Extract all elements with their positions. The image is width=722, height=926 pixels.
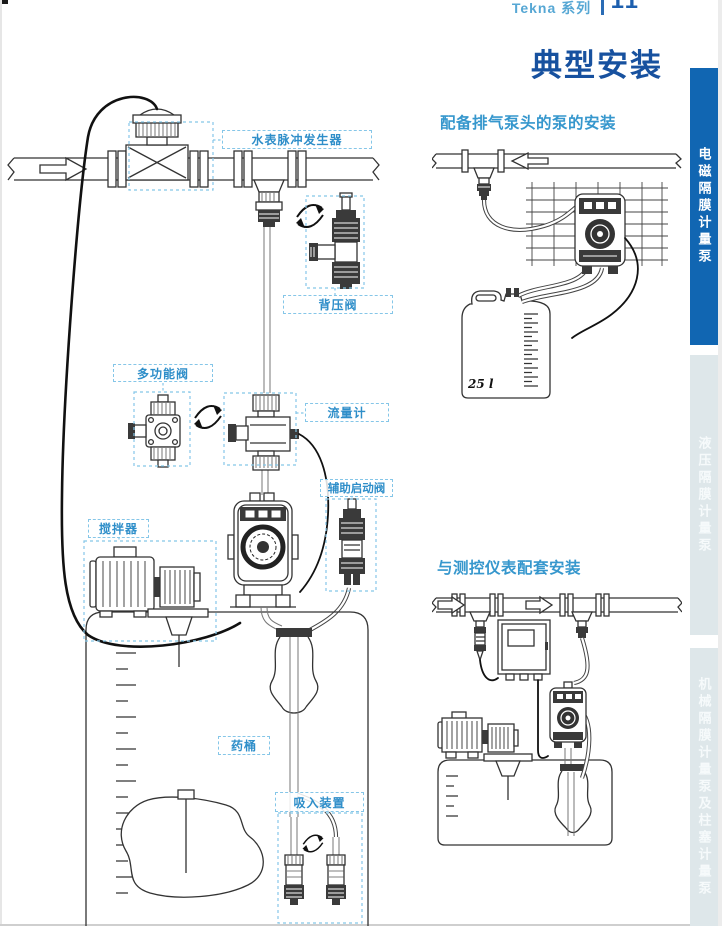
- label-multifunction-valve: 多功能阀: [113, 364, 213, 382]
- pump-cable: [571, 237, 639, 339]
- label-auxiliary-start-valve: 辅助启动阀: [320, 479, 393, 497]
- rotation-arrows-icon: [193, 404, 223, 430]
- probe-sensor: [474, 620, 486, 663]
- rotation-arrows-icon: [295, 203, 325, 229]
- tank-capacity-label: 25 l: [467, 377, 494, 391]
- tank-25l: 25 l: [461, 290, 551, 399]
- tab-label: 机械隔膜计量泵及柱塞计量泵: [696, 676, 712, 898]
- instrument-installation-diagram: [432, 593, 682, 846]
- tab-hydraulic-diaphragm-pump[interactable]: 液压隔膜计量泵: [690, 355, 718, 635]
- rotation-arrows-icon: [301, 833, 325, 854]
- agitator: [89, 546, 209, 667]
- label-chemical-tank: 药桶: [218, 736, 270, 755]
- page-edge-right: [718, 0, 722, 926]
- injection-fitting: [253, 179, 285, 227]
- tank-liquid-blob: [120, 796, 264, 898]
- multifunction-valve: [128, 394, 181, 468]
- label-back-pressure-valve: 背压阀: [283, 295, 393, 314]
- flow-arrow-icon: [39, 156, 88, 182]
- probe-cable: [479, 659, 499, 682]
- flow-arrow-icon: [437, 595, 466, 615]
- heading-instrument-paired: 与测控仪表配套安装: [437, 560, 582, 577]
- tab-solenoid-diaphragm-pump[interactable]: 电磁隔膜计量泵: [690, 68, 718, 345]
- pipe: [432, 593, 682, 622]
- tubes: [481, 199, 605, 304]
- metering-pump: [549, 681, 587, 748]
- label-flow-meter: 流量计: [305, 403, 389, 422]
- page-edge-left: [0, 0, 2, 926]
- tab-label: 电磁隔膜计量泵: [696, 147, 712, 266]
- back-pressure-valve: [309, 192, 360, 289]
- injection-valve: [576, 620, 588, 638]
- callout-boxes: [83, 121, 377, 924]
- flow-arrow-icon: [525, 595, 554, 615]
- controller-pump-cable: [537, 679, 549, 759]
- level-graduations: [524, 313, 538, 387]
- label-suction-device: 吸入装置: [275, 792, 364, 812]
- page-edge-bottom: [0, 924, 722, 926]
- flow-arrow-icon: [510, 151, 549, 171]
- tank-suction-funnel: [269, 628, 319, 817]
- tank-suction-funnel: [554, 764, 592, 836]
- auxiliary-start-valve: [308, 498, 365, 632]
- chemical-tank: [85, 611, 369, 926]
- controller-box: [497, 619, 551, 681]
- metering-pump: [227, 492, 299, 630]
- dip-rod-handle: [177, 789, 195, 800]
- tank: [437, 759, 613, 846]
- running-header: Tekna 系列 11: [512, 0, 640, 18]
- heading-degassing-pump-head: 配备排气泵头的泵的安装: [440, 115, 617, 132]
- agitator-motor: [437, 711, 533, 800]
- water-meter-pulse-generator: [125, 108, 189, 181]
- flow-meter: [228, 394, 330, 593]
- label-agitator: 搅拌器: [88, 519, 149, 538]
- scan-corner-mark: [0, 0, 8, 4]
- main-installation-diagram: [7, 95, 380, 926]
- tab-mechanical-diaphragm-plunger-pump[interactable]: 机械隔膜计量泵及柱塞计量泵: [690, 648, 718, 926]
- page-number: 11: [610, 0, 640, 14]
- discharge-tube: [261, 227, 271, 495]
- pipe: [432, 149, 682, 179]
- pulse-signal-cable: [60, 95, 242, 648]
- injection-valve: [477, 177, 491, 200]
- header-divider: [601, 0, 604, 15]
- label-water-meter-pulse-generator: 水表脉冲发生器: [222, 130, 372, 149]
- series-label: Tekna 系列: [511, 0, 592, 16]
- page-title: 典型安装: [531, 48, 663, 83]
- degassing-pump: [574, 193, 626, 274]
- main-pipe: [7, 150, 380, 188]
- tab-label: 液压隔膜计量泵: [696, 435, 712, 555]
- degassing-installation-diagram: 25 l: [432, 149, 682, 399]
